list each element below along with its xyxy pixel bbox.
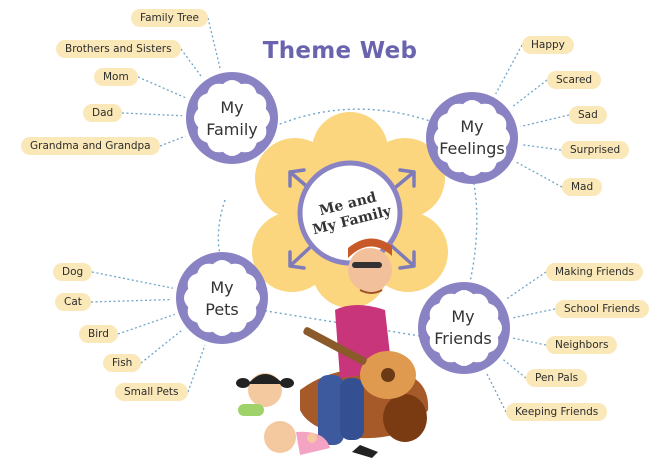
family-item: Mom xyxy=(94,68,138,86)
hub-friends-line1: My xyxy=(451,307,475,326)
hub-feelings-line2: Feelings xyxy=(439,139,505,158)
hub-family xyxy=(186,72,278,164)
man-with-guitar-illustration xyxy=(300,238,429,458)
hub-family-face xyxy=(194,80,270,156)
feelings-item: Scared xyxy=(547,71,602,89)
feelings-connector xyxy=(511,79,548,108)
hub-label-family: My Family xyxy=(190,97,274,141)
family-connector xyxy=(137,76,187,99)
family-connector xyxy=(121,112,183,117)
friends-connector xyxy=(512,337,547,346)
hub-label-pets: My Pets xyxy=(180,277,264,321)
girl-illustration xyxy=(236,373,294,416)
diagram-title: Theme Web xyxy=(262,38,418,64)
hub-pets xyxy=(176,252,268,344)
family-item: Grandma and Grandpa xyxy=(21,137,160,155)
family-item: Family Tree xyxy=(131,9,209,27)
pets-connector xyxy=(90,298,173,303)
hub-feelings xyxy=(426,92,518,184)
hub-family-line2: Family xyxy=(206,120,258,139)
hub-pets-line2: Pets xyxy=(205,300,239,319)
pets-connector xyxy=(140,328,184,364)
baby-illustration xyxy=(264,421,330,455)
feelings-connector xyxy=(515,161,563,188)
pets-connector xyxy=(117,313,175,335)
feelings-item: Mad xyxy=(562,178,603,196)
family-connector xyxy=(180,48,203,79)
friends-item: Keeping Friends xyxy=(506,403,608,421)
friends-item: School Friends xyxy=(555,300,649,318)
feelings-connector xyxy=(495,44,523,95)
friends-connector xyxy=(502,358,527,379)
friends-connector xyxy=(485,372,507,413)
feelings-connector xyxy=(520,114,570,128)
friends-connector xyxy=(504,271,547,301)
feelings-item: Happy xyxy=(522,36,574,54)
pets-item: Dog xyxy=(53,263,93,281)
hub-feelings-line1: My xyxy=(460,117,484,136)
friends-connector xyxy=(512,308,556,319)
hub-pets-face xyxy=(184,260,260,336)
family-item: Dad xyxy=(83,104,123,122)
feelings-item: Sad xyxy=(569,106,607,124)
pets-item: Bird xyxy=(79,325,118,343)
family-connector xyxy=(159,135,186,147)
pets-connector xyxy=(91,271,174,289)
hub-friends xyxy=(418,282,510,374)
family-item: Brothers and Sisters xyxy=(56,40,181,58)
hub-feelings-face xyxy=(434,100,510,176)
hub-family-line1: My xyxy=(220,98,244,117)
pets-connector xyxy=(187,344,206,393)
friends-item: Making Friends xyxy=(546,263,643,281)
hub-pets-line1: My xyxy=(210,278,234,297)
pets-item: Small Pets xyxy=(115,383,188,401)
hub-label-feelings: My Feelings xyxy=(424,116,520,160)
family-connector xyxy=(207,17,221,70)
hub-friends-face xyxy=(426,290,502,366)
feelings-connector xyxy=(521,144,562,151)
center-arrows xyxy=(288,168,416,270)
friends-item: Pen Pals xyxy=(526,369,588,387)
hub-label-friends: My Friends xyxy=(418,306,508,350)
feelings-item: Surprised xyxy=(561,141,630,159)
pets-item: Fish xyxy=(103,354,142,372)
pets-item: Cat xyxy=(55,293,91,311)
friends-item: Neighbors xyxy=(546,336,618,354)
hub-friends-line2: Friends xyxy=(434,329,492,348)
